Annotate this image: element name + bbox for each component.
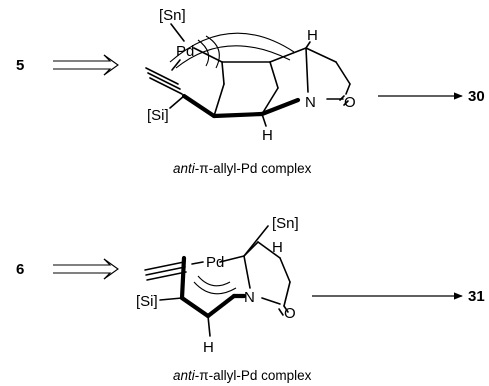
hydrogen-bottom-label: H	[262, 127, 273, 144]
molecule-1-bonds	[145, 23, 351, 127]
hydrogen-top-label: H	[307, 27, 318, 44]
product-compound-label: 30	[468, 88, 485, 105]
allyl-arcs	[169, 32, 295, 69]
reaction-1: 5 [Sn] Pd [Si] H H N O	[16, 7, 485, 176]
nitrogen-label: N	[305, 94, 316, 111]
oxygen-label: O	[344, 94, 356, 111]
start-compound-label: 5	[16, 57, 24, 74]
nitrogen-label: N	[244, 289, 255, 306]
oxygen-label: O	[284, 305, 296, 322]
reaction-2: 6 [Sn] Pd [Si] H H N O	[16, 215, 485, 383]
complex-caption: anti-π-allyl-Pd complex	[173, 368, 312, 383]
start-compound-label: 6	[16, 261, 24, 278]
silicon-label: [Si]	[136, 293, 158, 310]
complex-caption: anti-π-allyl-Pd complex	[173, 161, 312, 176]
allyl-arcs	[193, 275, 237, 295]
hydrogen-bottom-label: H	[203, 339, 214, 356]
tin-label: [Sn]	[159, 7, 186, 24]
silicon-label: [Si]	[147, 107, 169, 124]
tin-label: [Sn]	[272, 215, 299, 232]
retrosynthetic-arrow	[53, 258, 119, 280]
retrosynthetic-arrow	[53, 54, 119, 76]
hydrogen-top-label: H	[272, 239, 283, 256]
palladium-label: Pd	[206, 254, 224, 271]
molecule-2-bonds	[144, 225, 291, 337]
product-compound-label: 31	[468, 288, 485, 305]
